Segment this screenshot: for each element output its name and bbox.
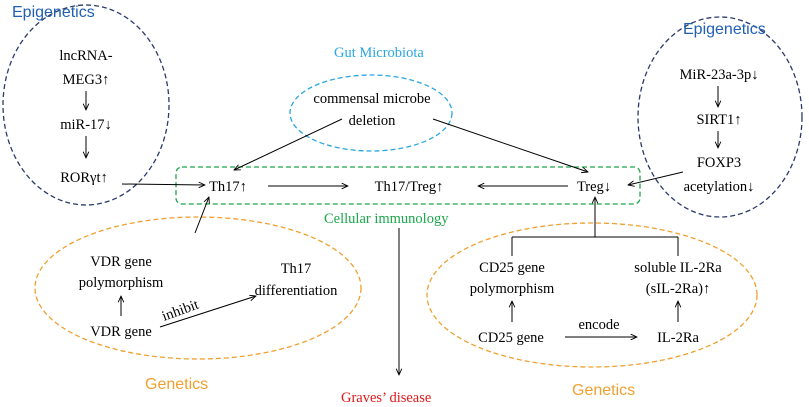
cellular-immunology-label: Cellular immunology xyxy=(324,211,449,227)
gut-microbiota-ellipse xyxy=(289,74,453,152)
node-foxp3: FOXP3 xyxy=(697,155,741,171)
node-vdr-gene-polymorphism-1: VDR gene xyxy=(90,254,152,270)
node-commensal-microbe: commensal microbe xyxy=(313,91,430,107)
node-deletion: deletion xyxy=(349,113,396,129)
epigenetics-right-circle xyxy=(637,16,803,218)
node-th17-treg-ratio: Th17/Treg↑ xyxy=(375,179,444,195)
genetics-left-label: Genetics xyxy=(145,376,208,393)
node-cd25-polymorphism-1: CD25 gene xyxy=(479,260,545,276)
node-sirt1: SIRT1↑ xyxy=(696,112,741,128)
node-th17-differentiation-2: differentiation xyxy=(255,283,338,299)
arrow-rorgt-th17 xyxy=(121,184,205,185)
cellular-immunology-box xyxy=(175,166,641,205)
node-th17: Th17↑ xyxy=(209,179,247,195)
arrow-foxp3-treg xyxy=(628,171,684,185)
node-cd25-polymorphism-2: polymorphism xyxy=(470,281,555,297)
label-encode: encode xyxy=(578,317,619,333)
arrow-vdr-poly-th17 xyxy=(194,197,209,234)
node-rorgt: RORγt↑ xyxy=(60,170,108,186)
node-treg: Treg↓ xyxy=(577,179,611,195)
node-acetylation: acetylation↓ xyxy=(684,179,755,195)
node-cd25-gene: CD25 gene xyxy=(478,330,544,346)
node-sil2ra: (sIL-2Ra)↑ xyxy=(646,281,710,297)
graves-disease-label: Graves’ disease xyxy=(341,390,431,406)
node-vdr-gene: VDR gene xyxy=(90,324,152,340)
node-vdr-gene-polymorphism-2: polymorphism xyxy=(79,275,164,291)
genetics-right-label: Genetics xyxy=(572,382,635,399)
node-th17-differentiation-1: Th17 xyxy=(281,261,312,277)
node-soluble-il2ra: soluble IL-2Ra xyxy=(634,260,722,276)
epigenetics-left-label: Epigenetics xyxy=(12,4,95,21)
arrow-microbe-th17 xyxy=(234,118,343,170)
node-mir17: miR-17↓ xyxy=(60,117,112,133)
epigenetics-right-label: Epigenetics xyxy=(683,21,766,38)
genetics-left-ellipse xyxy=(34,216,362,360)
node-lncrna: lncRNA- xyxy=(59,48,112,64)
gut-microbiota-label: Gut Microbiota xyxy=(334,45,424,61)
node-meg3: MEG3↑ xyxy=(63,72,110,88)
node-il2ra: IL-2Ra xyxy=(657,330,699,346)
node-mir23: MiR-23a-3p↓ xyxy=(680,67,759,83)
epigenetics-left-circle xyxy=(2,4,170,206)
arrow-microbe-treg xyxy=(432,118,588,172)
arrow-vdr-gene-th17diff xyxy=(159,296,256,328)
genetics-right-ellipse xyxy=(426,222,758,368)
